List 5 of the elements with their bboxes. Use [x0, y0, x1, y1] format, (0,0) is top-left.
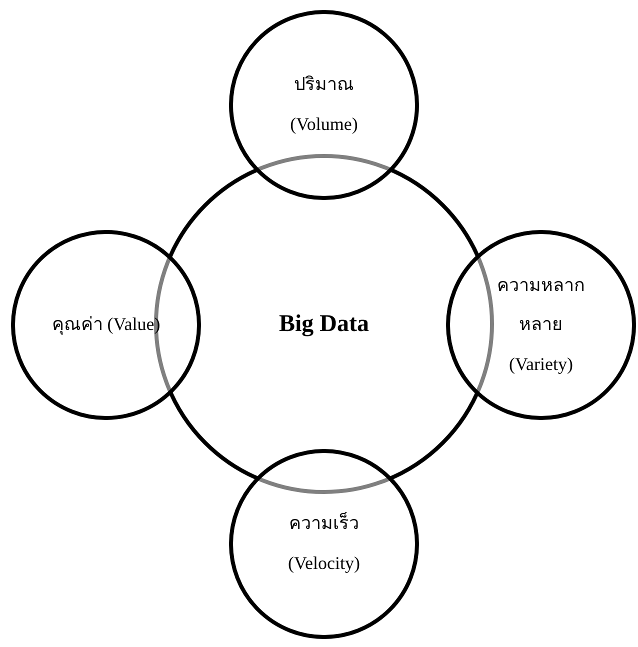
- title-label: Big Data: [279, 310, 369, 338]
- circle-label: ความเร็ว (Velocity): [287, 511, 361, 575]
- circle-label: ความหลากหลาย (Variety): [496, 274, 586, 376]
- circle-label: ปริมาณ (Volume): [289, 73, 359, 136]
- circle-label: คุณค่า (Value): [52, 314, 160, 336]
